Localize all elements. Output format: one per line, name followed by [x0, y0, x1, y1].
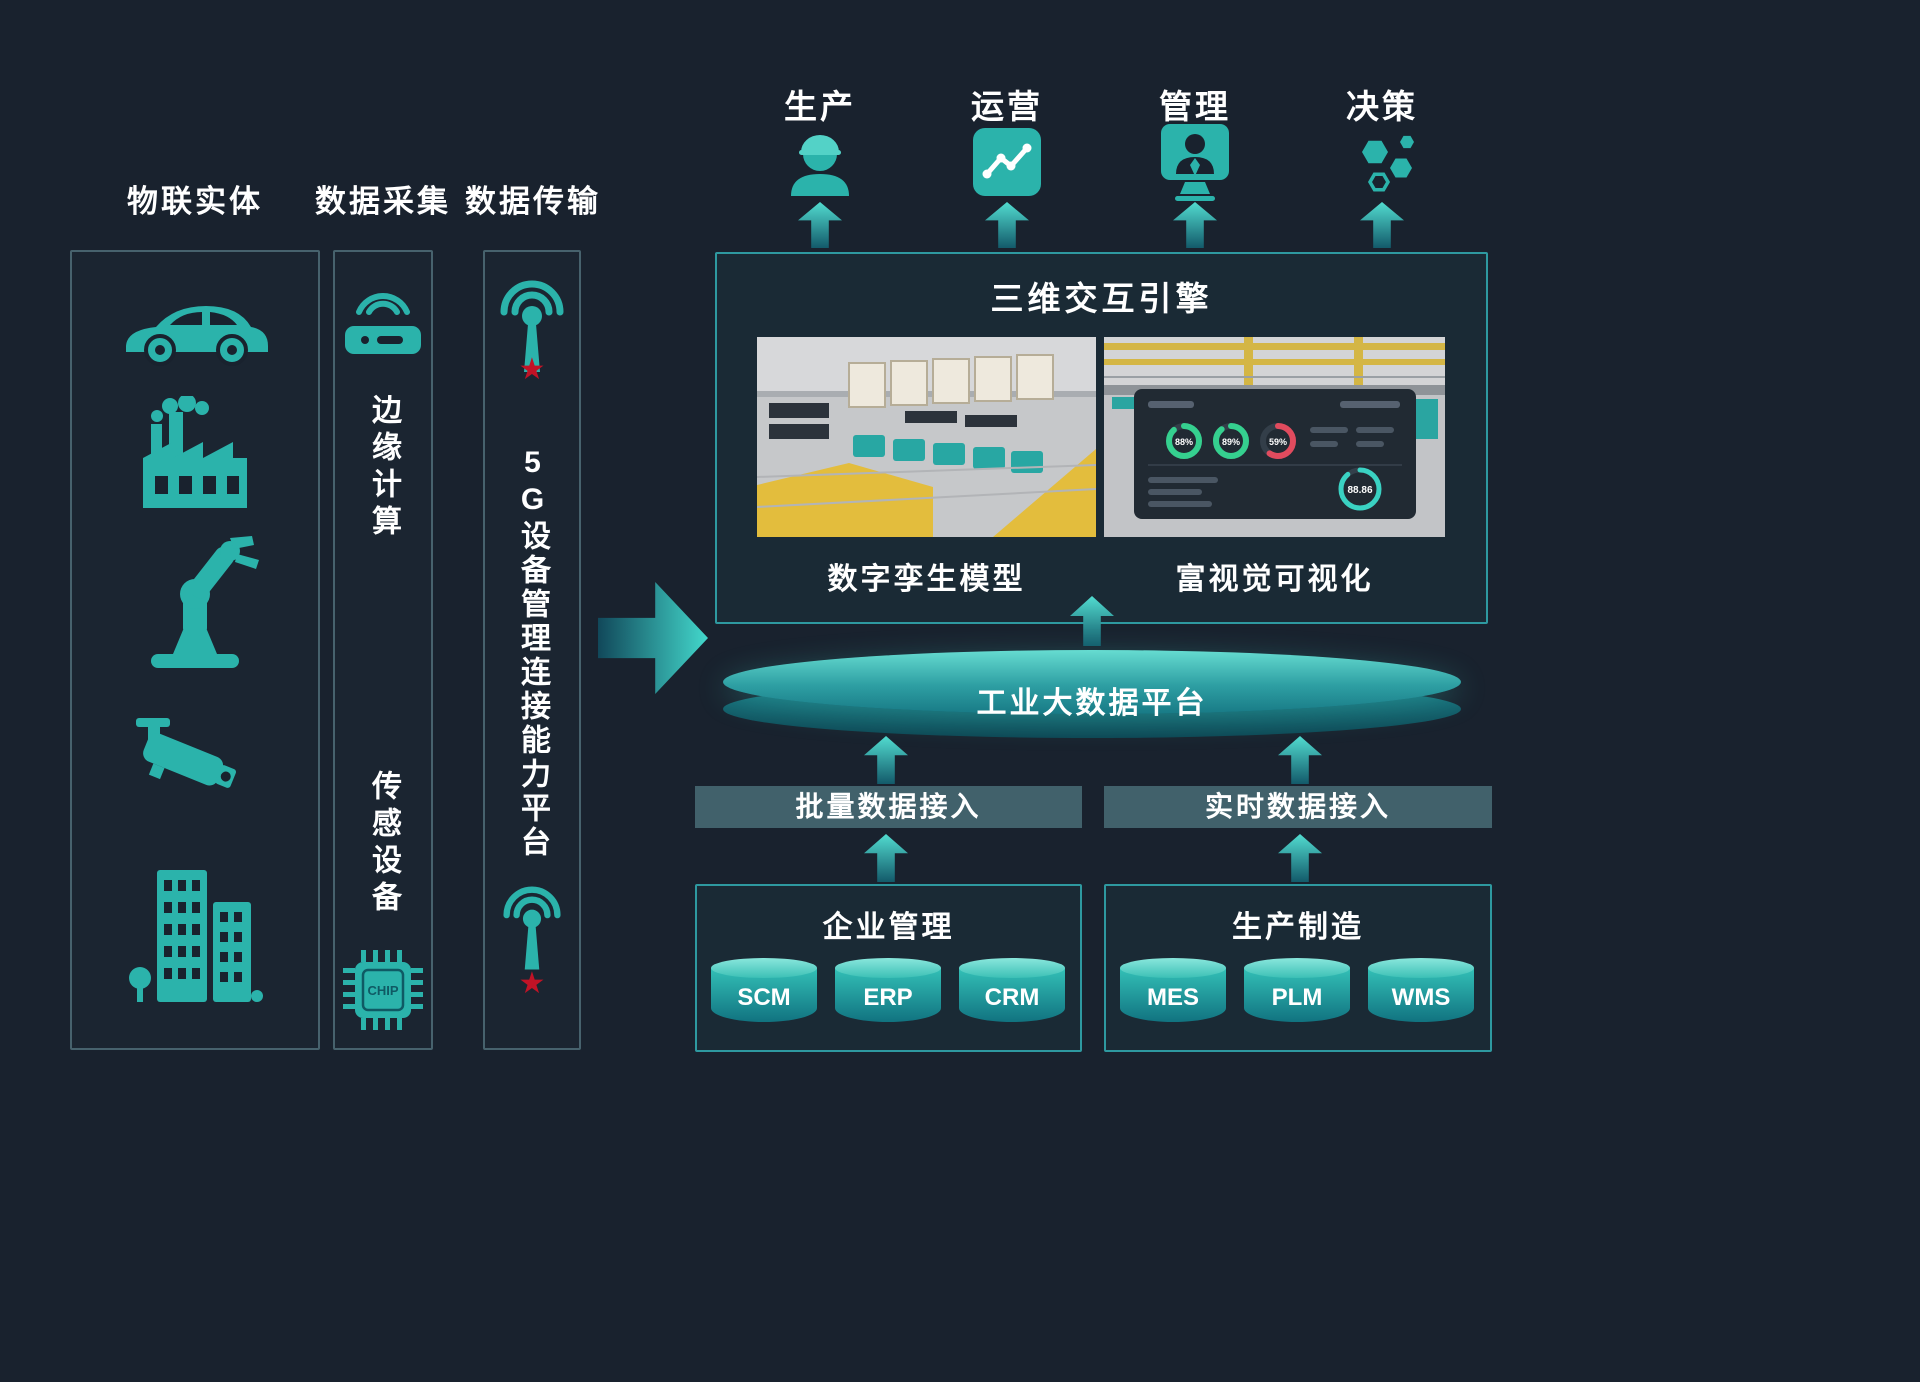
up-arrow-operations — [985, 202, 1029, 248]
manufacturing-title: 生产制造 — [1232, 911, 1364, 944]
cylinder-scm-label: SCM — [737, 984, 791, 1011]
car-icon — [126, 306, 268, 366]
engine-title: 三维交互引擎 — [990, 280, 1213, 317]
manager-screen-icon — [1161, 124, 1229, 201]
up-arrow-enterprise — [864, 834, 908, 882]
digital-twin-thumbnail — [757, 337, 1096, 537]
cylinder-plm: PLM — [1244, 958, 1350, 1022]
cylinder-mes: MES — [1120, 958, 1226, 1022]
up-arrow-batch — [864, 736, 908, 784]
up-arrow-decision — [1360, 202, 1404, 248]
chip-text: CHIP — [367, 983, 398, 998]
antenna-top-icon-wrap — [489, 274, 575, 374]
cylinder-top — [959, 958, 1065, 978]
sensor-devices-label: 传感设备 — [367, 770, 400, 918]
chip-icon: CHIP — [343, 950, 423, 1030]
target-operations-label: 运营 — [971, 88, 1043, 125]
digital-twin-image — [757, 337, 1096, 537]
cylinder-erp-label: ERP — [863, 984, 913, 1011]
batch-ingest-bar: 批量数据接入 — [695, 786, 1082, 828]
target-management-label: 管理 — [1159, 88, 1231, 125]
big-data-platform-disk: 工业大数据平台 — [723, 650, 1461, 742]
star-top-icon: ★ — [518, 353, 546, 386]
target-production-label: 生产 — [784, 88, 856, 125]
flow-right-arrow — [598, 582, 708, 694]
cylinder-top — [1368, 958, 1474, 978]
manager-screen-icon-wrap — [1155, 122, 1235, 202]
antenna-icon — [503, 886, 561, 970]
cctv-camera-icon-wrap — [132, 718, 258, 814]
worker-icon — [791, 135, 849, 196]
city-buildings-icon-wrap — [127, 858, 263, 1006]
cylinder-erp: ERP — [835, 958, 941, 1022]
hexagons-icon-wrap — [1343, 124, 1421, 202]
collect-column-title: 数据采集 — [315, 184, 451, 219]
target-decision-label: 决策 — [1346, 88, 1418, 125]
hexagons-icon — [1362, 135, 1414, 192]
cylinder-top — [1244, 958, 1350, 978]
edge-gateway-icon-wrap — [335, 286, 431, 360]
gauge-value-1: 88% — [1175, 437, 1193, 447]
iot-column-title: 物联实体 — [127, 184, 263, 219]
platform-label: 工业大数据平台 — [976, 687, 1208, 720]
cylinder-top — [835, 958, 941, 978]
5g-platform-label: 5G设备管理连接能力平台 — [516, 446, 549, 860]
cylinder-crm-label: CRM — [984, 984, 1040, 1011]
cylinder-top — [711, 958, 817, 978]
visualization-image: 88% 89% 59% 88.86 — [1104, 337, 1445, 537]
factory-icon — [143, 396, 247, 508]
gauge-value-3: 59% — [1269, 437, 1287, 447]
worker-icon-wrap — [783, 124, 857, 198]
cctv-camera-icon — [136, 718, 237, 788]
robot-arm-icon-wrap — [127, 536, 263, 672]
city-buildings-icon — [129, 870, 263, 1002]
up-arrow-manufacturing — [1278, 834, 1322, 882]
cylinder-mes-label: MES — [1146, 984, 1199, 1011]
gauge-value-2: 89% — [1222, 437, 1240, 447]
cylinder-wms-label: WMS — [1391, 984, 1451, 1011]
line-chart-icon-wrap — [971, 126, 1043, 198]
car-icon-wrap — [120, 290, 270, 370]
star-bottom-icon: ★ — [518, 967, 546, 1000]
factory-icon-wrap — [135, 396, 255, 511]
cylinder-wms: WMS — [1368, 958, 1474, 1022]
line-chart-icon — [973, 128, 1041, 196]
chip-icon-wrap: CHIP — [335, 942, 431, 1038]
realtime-ingest-bar: 实时数据接入 — [1104, 786, 1492, 828]
enterprise-title: 企业管理 — [822, 911, 955, 944]
robot-arm-icon — [151, 536, 259, 668]
up-arrow-realtime — [1278, 736, 1322, 784]
up-arrow-production — [798, 202, 842, 248]
cylinder-plm-label: PLM — [1271, 984, 1323, 1011]
cylinder-scm: SCM — [711, 958, 817, 1022]
visualization-caption: 富视觉可视化 — [1175, 563, 1374, 596]
cylinder-crm: CRM — [959, 958, 1065, 1022]
transmit-column-title: 数据传输 — [465, 184, 601, 219]
up-arrow-management — [1173, 202, 1217, 248]
antenna-bottom-icon-wrap — [493, 880, 571, 972]
collect-column — [333, 250, 433, 1050]
edge-gateway-icon — [345, 293, 421, 354]
antenna-icon — [500, 280, 564, 372]
visualization-thumbnail: 88% 89% 59% 88.86 — [1104, 337, 1445, 537]
big-gauge-value: 88.86 — [1347, 485, 1372, 496]
edge-computing-label: 边缘计算 — [367, 394, 400, 542]
disk-face — [723, 650, 1461, 714]
cylinder-top — [1120, 958, 1226, 978]
digital-twin-caption: 数字孪生模型 — [827, 563, 1026, 596]
